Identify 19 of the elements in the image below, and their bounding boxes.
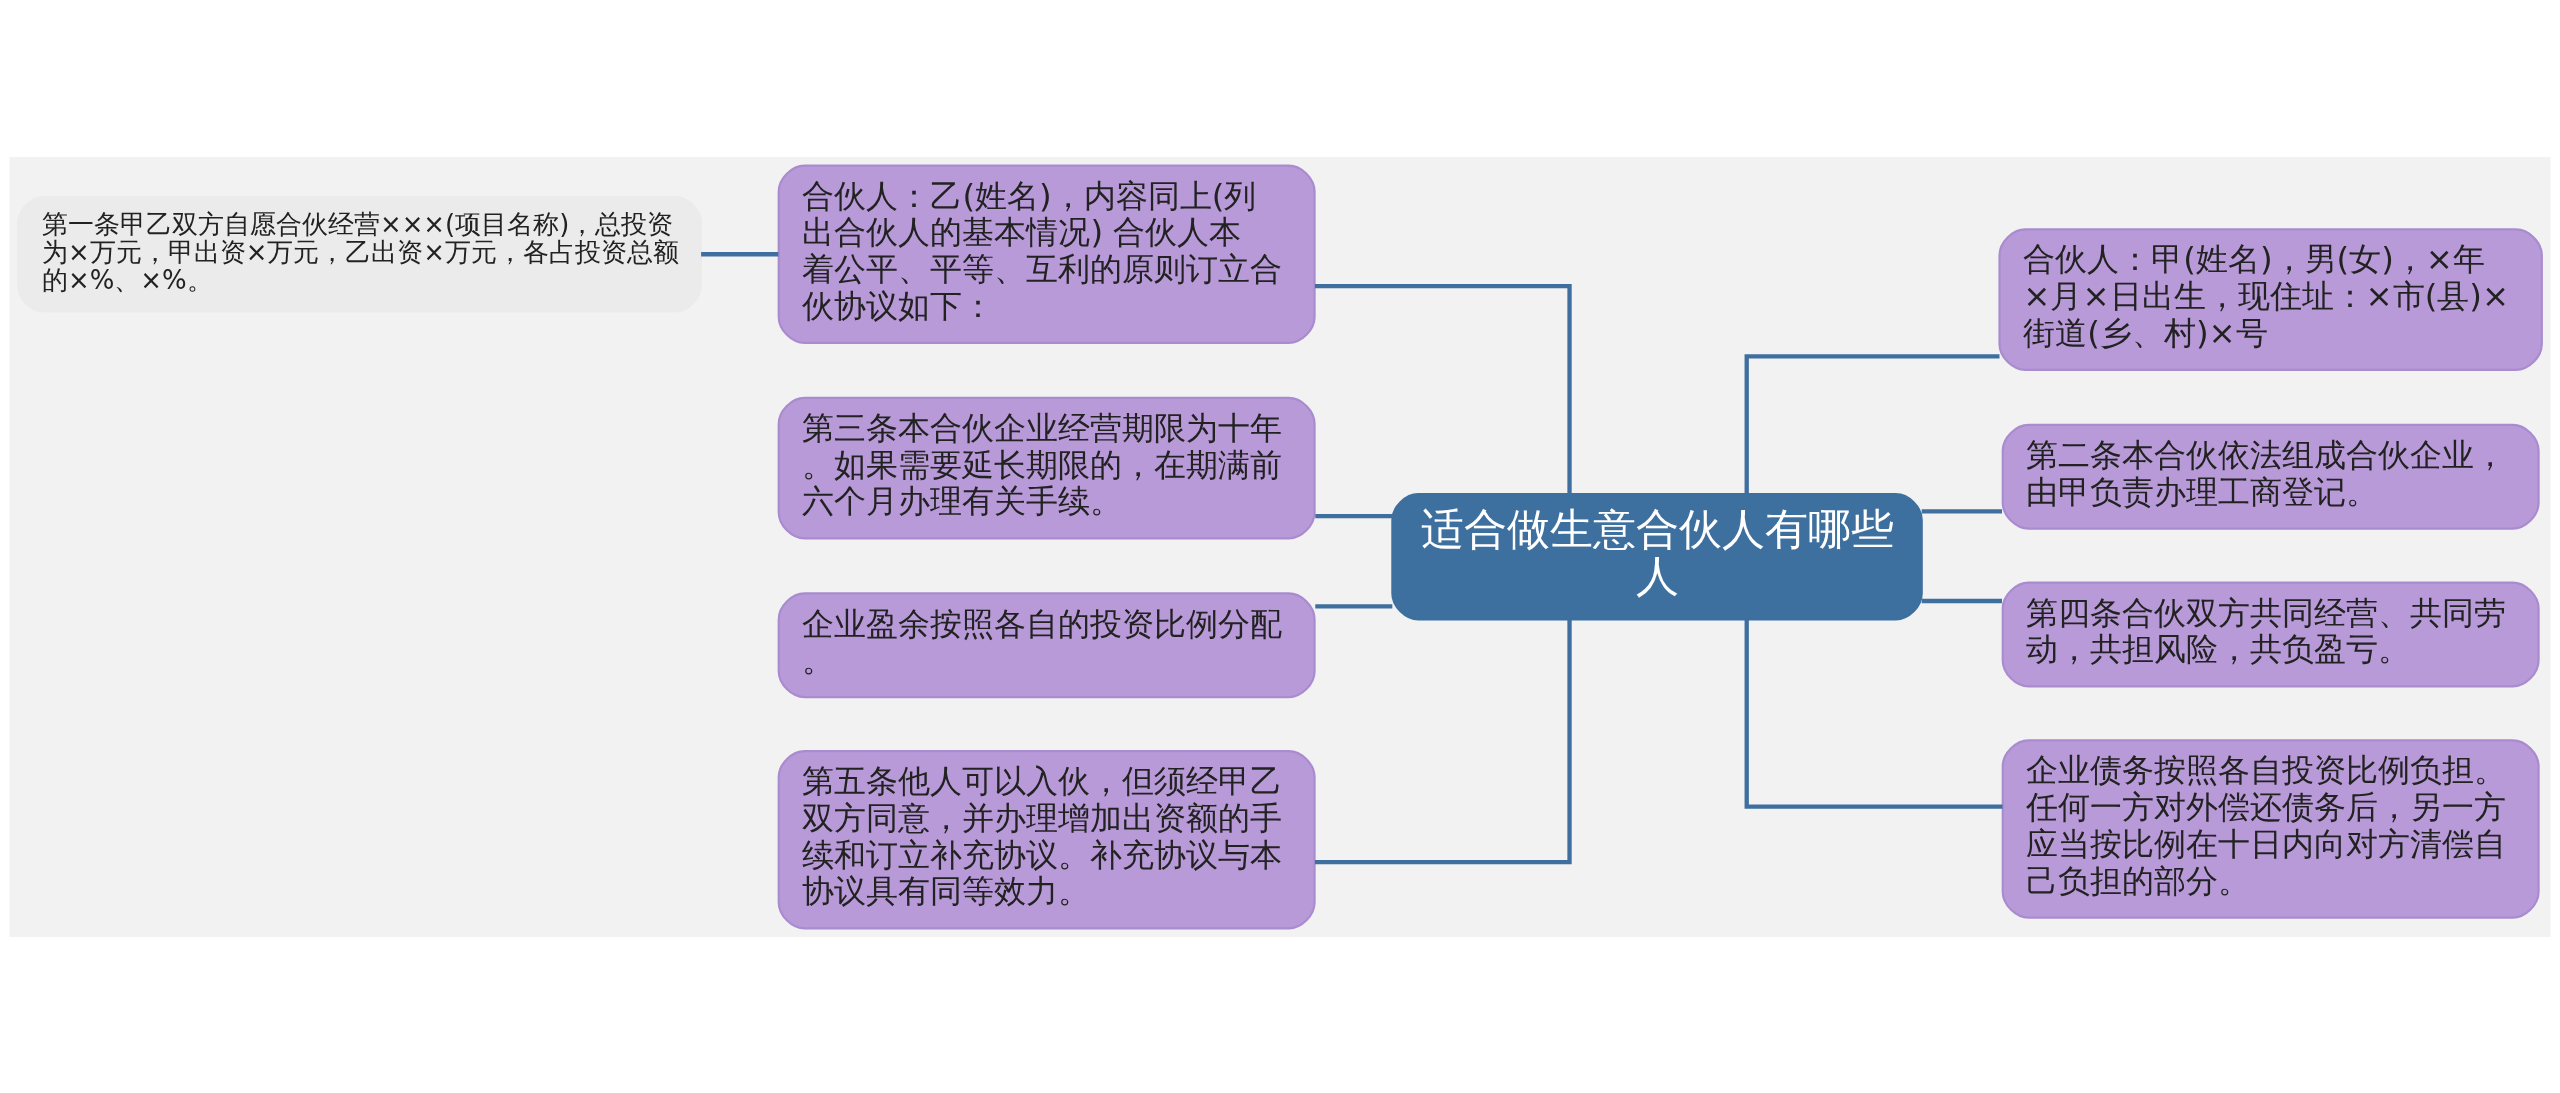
- connector: [1744, 353, 2000, 494]
- connector: [1315, 619, 1572, 864]
- node-box: 第二条本合伙依法组成合伙企业，由甲负责办理工商登记。: [2001, 423, 2540, 530]
- connector: [701, 251, 779, 256]
- connector: [1921, 508, 2002, 513]
- node-box: 第一条甲乙双方自愿合伙经营×××(项目名称)，总投资为×万元，甲出资×万元，乙出资×万元，各占投资总额的×%、×%。: [17, 195, 703, 313]
- connector: [1921, 598, 2002, 603]
- connector: [1315, 603, 1393, 609]
- connector: [1744, 619, 2003, 809]
- node-box: 合伙人：乙(姓名)，内容同上(列出合伙人的基本情况) 合伙人本着公平、平等、互利的原则订立合伙协议如下：: [777, 164, 1316, 344]
- connector: [1315, 283, 1572, 494]
- connector: [1315, 513, 1393, 518]
- node-box: 适合做生意合伙人有哪些人: [1391, 492, 1923, 620]
- node-box: 第四条合伙双方共同经营、共同劳动，共担风险，共负盈亏。: [2001, 581, 2540, 687]
- node-box: 合伙人：甲(姓名)，男(女)，×年×月×日出生，现住址：×市(县)×街道(乡、村)×号: [1998, 227, 2543, 371]
- node-box: 第五条他人可以入伙，但须经甲乙双方同意，并办理增加出资额的手续和订立补充协议。补充协议与本协议具有同等效力。: [777, 749, 1316, 929]
- node-box: 第三条本合伙企业经营期限为十年。如果需要延长期限的，在期满前六个月办理有关手续。: [777, 396, 1316, 539]
- node-box: 企业债务按照各自投资比例负担。任何一方对外偿还债务后，另一方应当按比例在十日内向对方清偿自己负担的部分。: [2001, 738, 2540, 919]
- node-box: 企业盈余按照各自的投资比例分配。: [777, 591, 1316, 698]
